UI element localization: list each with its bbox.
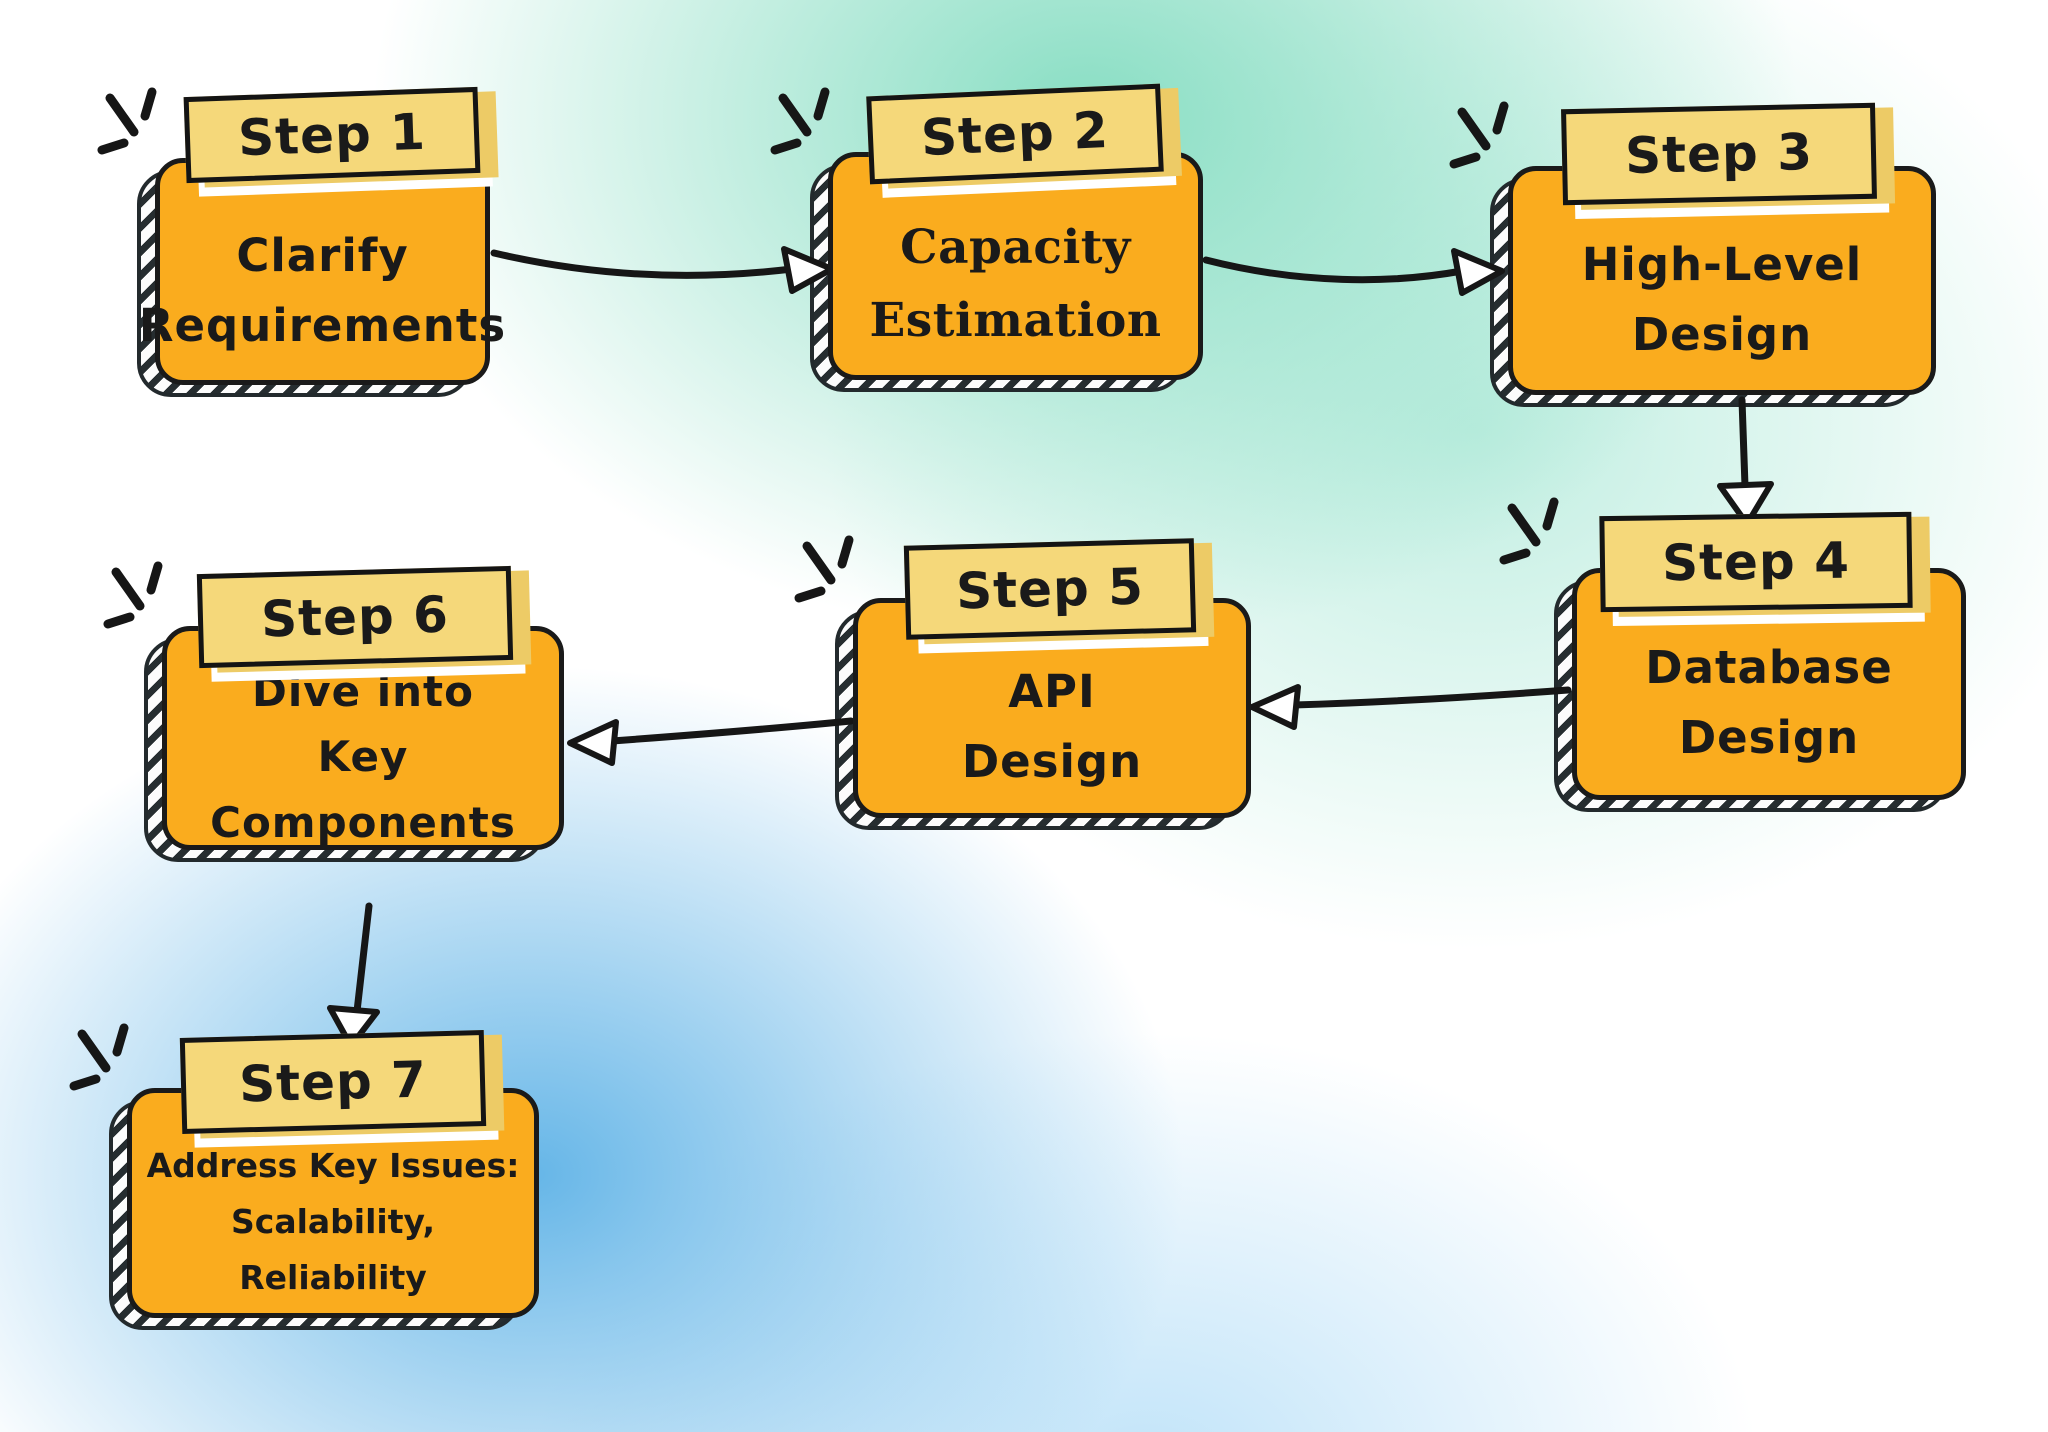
arrow-step1-step2 — [490, 249, 796, 279]
step-3-node: Step 3 High-Level Design — [1490, 102, 1936, 407]
sparkle-icon — [108, 566, 158, 624]
arrow-step3-step4 — [1738, 396, 1749, 490]
arrowhead-step6 — [567, 719, 619, 766]
step-3-title: High-Level Design — [1581, 237, 1863, 361]
arrow-step4-step5 — [1290, 686, 1572, 709]
step-2-node: Step 2 Capacity Estimation — [810, 83, 1203, 392]
arrow-step2-step3 — [1202, 256, 1466, 284]
sparkle-icon — [74, 1028, 124, 1086]
step-4-label: Step 4 — [1661, 531, 1851, 593]
step-1-title: Clarify Requirements — [138, 228, 507, 352]
step-7-node: Step 7 Address Key Issues: Scalability, … — [109, 1030, 539, 1330]
sparkle-icon — [775, 92, 825, 150]
step-2-title: Capacity Estimation — [869, 220, 1162, 348]
step-2-banner: Step 2 — [866, 83, 1164, 185]
step-6-title: Dive into Key Components — [210, 667, 516, 847]
step-1-label: Step 1 — [237, 102, 427, 168]
step-7-banner: Step 7 — [179, 1030, 487, 1134]
step-5-label: Step 5 — [955, 557, 1145, 621]
step-2-box: Capacity Estimation — [828, 152, 1203, 380]
step-4-banner: Step 4 — [1599, 511, 1913, 613]
step-3-label: Step 3 — [1624, 123, 1814, 185]
sparkle-icon — [799, 540, 849, 598]
step-5-banner: Step 5 — [903, 538, 1197, 640]
step-4-node: Step 4 Database Design — [1554, 511, 1966, 812]
sparkle-icon — [102, 92, 152, 150]
step-4-title: Database Design — [1645, 641, 1893, 764]
step-1-node: Step 1 Clarify Requirements — [137, 86, 505, 397]
step-2-label: Step 2 — [919, 100, 1111, 168]
step-7-title: Address Key Issues: Scalability, Reliabi… — [146, 1145, 520, 1298]
arrowhead-step5 — [1249, 684, 1301, 730]
sparkle-icon — [1504, 502, 1554, 560]
step-1-banner: Step 1 — [183, 86, 481, 184]
step-7-label: Step 7 — [238, 1050, 428, 1114]
step-6-label: Step 6 — [260, 585, 450, 649]
step-6-banner: Step 6 — [196, 565, 514, 669]
step-6-node: Step 6 Dive into Key Components — [144, 565, 564, 862]
arrow-step5-step6 — [608, 717, 855, 745]
sparkle-icon — [1454, 106, 1504, 164]
step-3-banner: Step 3 — [1561, 102, 1877, 206]
step-5-node: Step 5 API Design — [835, 538, 1251, 830]
arrow-step6-step7 — [352, 902, 373, 1024]
step-5-title: API Design — [961, 665, 1143, 788]
step-1-box: Clarify Requirements — [139, 158, 505, 385]
